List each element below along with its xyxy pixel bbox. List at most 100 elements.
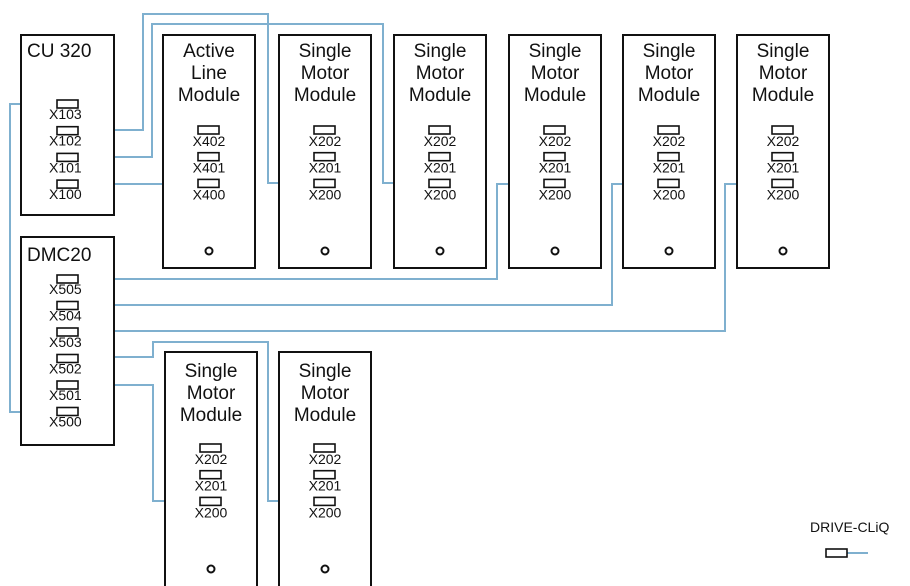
port-connector-icon [56, 300, 79, 311]
port-label: X201 [195, 478, 228, 494]
cu320-title: CU 320 [27, 41, 91, 62]
port-label: X101 [49, 159, 82, 175]
port-connector-icon [313, 496, 336, 507]
port-label: X201 [539, 160, 572, 176]
drive-modules: ActiveLineModuleX402X401X400SingleMotorM… [162, 34, 830, 586]
port-label: X202 [653, 133, 686, 149]
port-connector-icon [428, 151, 451, 162]
port-connector-icon [313, 178, 336, 189]
port-connector-icon [428, 125, 451, 135]
port-label: X202 [309, 451, 342, 467]
module-title-line: Motor [416, 63, 465, 84]
port-label: X202 [424, 133, 457, 149]
module-title-line: Motor [187, 383, 236, 404]
port-label: X505 [49, 281, 82, 297]
port-connector-icon [56, 274, 79, 284]
status-led-icon [664, 246, 674, 256]
port-label: X102 [49, 133, 82, 149]
port-connector-icon [199, 496, 222, 507]
port-connector-icon [199, 469, 222, 480]
port-label: X402 [193, 133, 226, 149]
port-label: X201 [309, 478, 342, 494]
module-title-line: Module [752, 85, 814, 106]
status-led-icon [550, 246, 560, 256]
port-connector-icon [56, 327, 79, 337]
port-label: X201 [424, 160, 457, 176]
module-title-line: Motor [301, 63, 350, 84]
port-label: X202 [195, 451, 228, 467]
port-connector-icon [197, 178, 220, 189]
port-connector-icon [56, 179, 79, 189]
status-led-icon [320, 246, 330, 256]
status-led-icon [778, 246, 788, 256]
port-connector-icon [56, 353, 79, 364]
module-title-line: Module [638, 85, 700, 106]
port-label: X202 [767, 133, 800, 149]
port-label: X202 [539, 133, 572, 149]
legend-label: DRIVE-CLiQ [810, 519, 889, 535]
legend: DRIVE-CLiQ [810, 519, 889, 558]
status-led-icon [204, 246, 214, 256]
module-frame [736, 34, 830, 269]
port-connector-icon [197, 125, 220, 135]
port-connector-icon [543, 125, 566, 135]
module-title-line: Active [183, 41, 235, 62]
port-label: X500 [49, 414, 82, 430]
port-connector-icon [56, 380, 79, 390]
port-label: X200 [767, 186, 800, 202]
module-title-line: Module [180, 405, 242, 426]
module-title-line: Motor [759, 63, 808, 84]
port-connector-icon [657, 125, 680, 135]
port-connector-icon [197, 151, 220, 162]
port-connector-icon [428, 178, 451, 189]
dmc20-title: DMC20 [27, 245, 91, 266]
module-frame [162, 34, 256, 269]
port-label: X201 [653, 160, 686, 176]
wire-cu-x102-to-module2-x201 [67, 13, 322, 184]
port-connector-icon [56, 152, 79, 163]
port-label: X504 [49, 308, 82, 324]
module-frame [508, 34, 602, 269]
port-connector-icon [543, 178, 566, 189]
module-title-line: Single [643, 41, 696, 62]
port-label: X400 [193, 186, 226, 202]
wire-hub-x502-to-module8-x201 [67, 341, 322, 502]
module-frame [393, 34, 487, 269]
module-title-line: Single [529, 41, 582, 62]
port-label: X201 [309, 160, 342, 176]
module-title-line: Single [757, 41, 810, 62]
module-frame [622, 34, 716, 269]
module-frame [278, 34, 372, 269]
module-title-line: Line [191, 63, 227, 84]
status-led-icon [320, 564, 330, 574]
module-title-line: Single [299, 361, 352, 382]
module-frame [278, 351, 372, 586]
port-label: X200 [653, 186, 686, 202]
port-label: X201 [767, 160, 800, 176]
status-led-icon [206, 564, 216, 574]
port-connector-icon [313, 469, 336, 480]
module-title-line: Module [294, 405, 356, 426]
module-title-line: Motor [301, 383, 350, 404]
module-title-line: Module [409, 85, 471, 106]
port-label: X502 [49, 361, 82, 377]
port-connector-icon [657, 151, 680, 162]
port-label: X103 [49, 106, 82, 122]
port-label: X503 [49, 334, 82, 350]
legend-port-icon [825, 548, 848, 558]
port-connector-icon [199, 443, 222, 453]
port-connector-icon [56, 125, 79, 136]
module-title-line: Module [524, 85, 586, 106]
module-title-line: Module [294, 85, 356, 106]
port-label: X501 [49, 387, 82, 403]
